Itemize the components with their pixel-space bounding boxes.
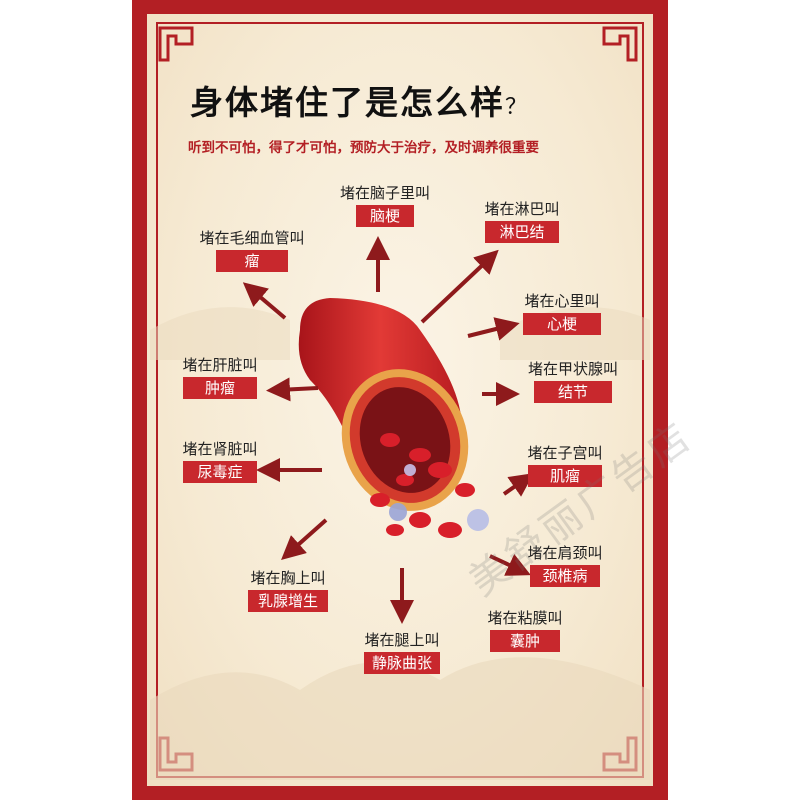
arrow-to-liver <box>266 377 319 402</box>
item-label: 堵在肾脏叫 <box>182 440 258 458</box>
item-label: 堵在甲状腺叫 <box>527 360 618 378</box>
item-tag: 乳腺增生 <box>247 590 328 612</box>
item-label: 堵在胸上叫 <box>250 569 326 587</box>
item-brain: 堵在脑子里叫 脑梗 <box>325 184 445 227</box>
corner-ornament-top-left <box>158 26 194 62</box>
arrow-to-capillary <box>242 282 287 320</box>
item-thyroid: 堵在甲状腺叫 结节 <box>508 360 638 403</box>
arrow-to-chest <box>281 518 328 560</box>
item-label: 堵在肝脏叫 <box>182 356 258 374</box>
blood-vessel-illustration <box>298 298 489 538</box>
item-tag: 肿瘤 <box>182 377 257 399</box>
item-heart: 堵在心里叫 心梗 <box>502 292 622 335</box>
item-uterus: 堵在子宫叫 肌瘤 <box>510 444 620 487</box>
item-mucosa: 堵在粘膜叫 囊肿 <box>470 609 580 652</box>
item-label: 堵在肩颈叫 <box>527 544 603 562</box>
item-tag: 静脉曲张 <box>363 652 440 674</box>
blood-cells <box>370 433 475 538</box>
item-label: 堵在腿上叫 <box>364 631 440 649</box>
item-label: 堵在淋巴叫 <box>484 200 560 218</box>
arrow-to-neck <box>489 554 531 576</box>
item-liver: 堵在肝脏叫 肿瘤 <box>160 356 280 399</box>
item-tag: 心梗 <box>522 313 601 335</box>
item-neck: 堵在肩颈叫 颈椎病 <box>510 544 620 587</box>
item-capillary: 堵在毛细血管叫 瘤 <box>186 229 318 272</box>
item-tag: 颈椎病 <box>530 565 600 587</box>
item-label: 堵在粘膜叫 <box>487 609 563 627</box>
item-tag: 瘤 <box>216 250 288 272</box>
item-chest: 堵在胸上叫 乳腺增生 <box>228 569 348 612</box>
corner-ornament-top-right <box>602 26 638 62</box>
page-title: 身体堵住了是怎么样？ <box>190 83 530 122</box>
item-label: 堵在子宫叫 <box>527 444 603 462</box>
item-tag: 肌瘤 <box>527 465 602 487</box>
item-label: 堵在心里叫 <box>524 292 600 310</box>
arrow-to-heart <box>467 317 520 341</box>
item-kidney: 堵在肾脏叫 尿毒症 <box>160 440 280 483</box>
item-tag: 淋巴结 <box>485 221 559 243</box>
item-tag: 结节 <box>533 381 612 403</box>
arrow-to-lymph <box>420 249 499 324</box>
item-leg: 堵在腿上叫 静脉曲张 <box>342 631 462 674</box>
item-tag: 脑梗 <box>355 205 414 227</box>
arrow-to-uterus <box>502 473 534 497</box>
mountain-backdrop <box>150 657 650 780</box>
item-lymph: 堵在淋巴叫 淋巴结 <box>462 200 582 243</box>
item-label: 堵在脑子里叫 <box>339 184 430 202</box>
page-subtitle: 听到不可怕，得了才可怕，预防大于治疗，及时调养很重要 <box>188 140 539 156</box>
item-tag: 囊肿 <box>489 630 560 652</box>
item-label: 堵在毛细血管叫 <box>199 229 305 247</box>
item-tag: 尿毒症 <box>183 461 257 483</box>
